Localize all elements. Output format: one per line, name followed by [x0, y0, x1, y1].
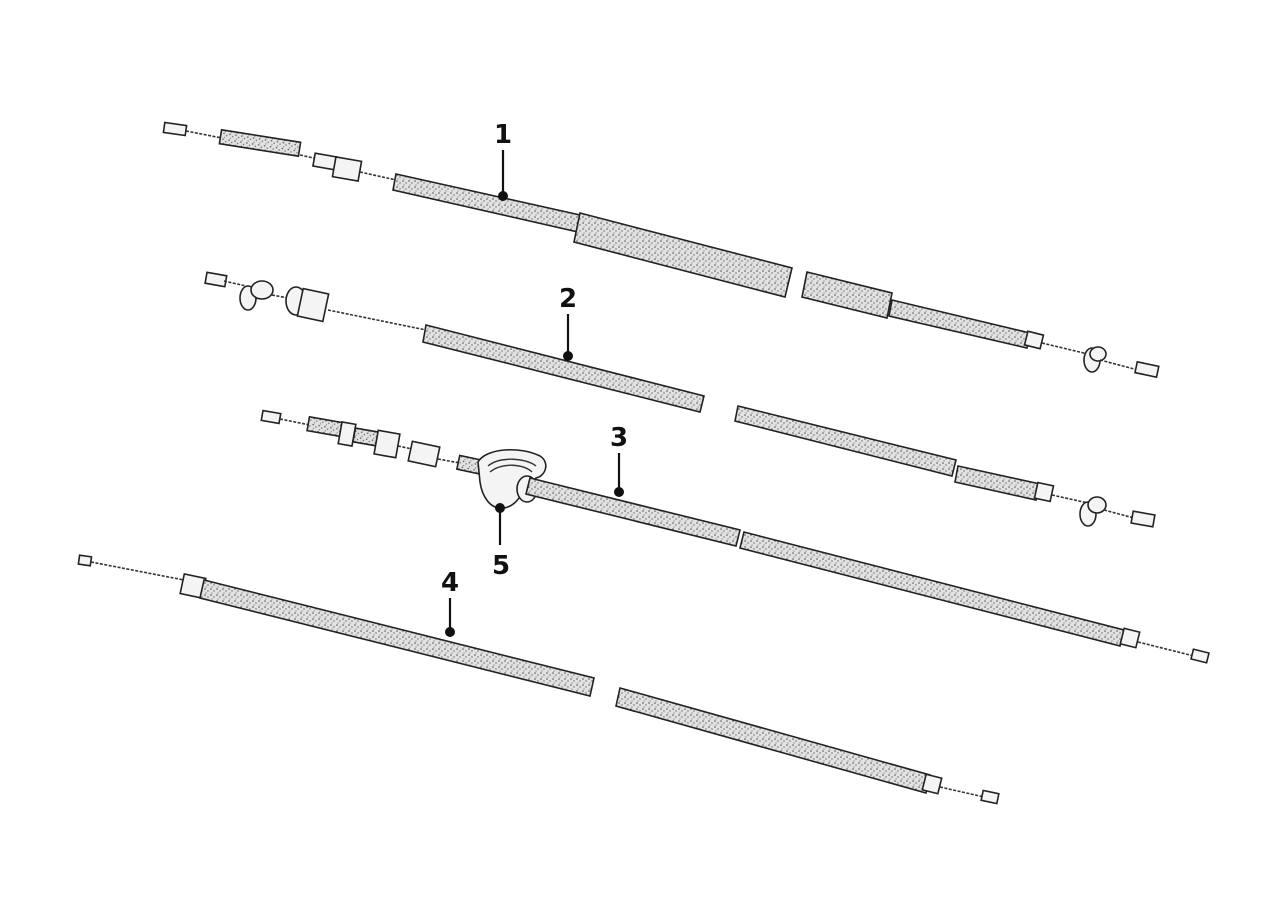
- callout-1: 1: [494, 120, 512, 201]
- callout-5: 5: [492, 503, 510, 581]
- cable-4: [77, 554, 1000, 805]
- callout-label-2: 2: [559, 284, 577, 314]
- cable-1: [162, 121, 1160, 379]
- cable-2: [204, 271, 1156, 528]
- callout-label-1: 1: [494, 120, 512, 150]
- callout-label-4: 4: [441, 568, 459, 598]
- callout-label-3: 3: [610, 423, 628, 453]
- callout-2: 2: [559, 284, 577, 361]
- callout-label-5: 5: [492, 551, 510, 581]
- cable-3: [260, 409, 1210, 664]
- callout-3: 3: [610, 423, 628, 497]
- callout-4: 4: [441, 568, 459, 637]
